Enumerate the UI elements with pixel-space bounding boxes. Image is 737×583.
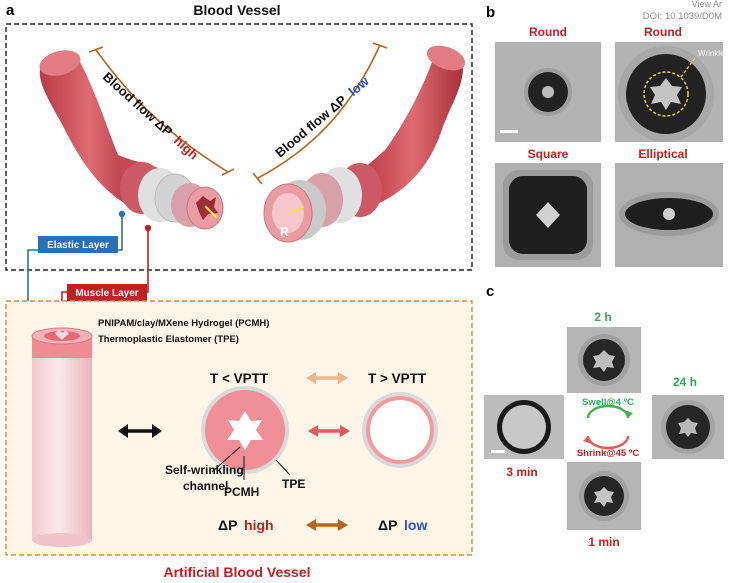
muscle-layer-badge (67, 284, 147, 301)
micrograph-1min (567, 462, 641, 530)
time-3min-label: 3 min (506, 465, 537, 479)
radius-label: R (280, 225, 289, 239)
panel-a-letter: a (6, 2, 15, 19)
artificial-tube-illustration (31, 327, 93, 547)
dp-low-label: ΔP low (378, 517, 427, 533)
left-vessel-illustration (39, 50, 224, 230)
pcmh-short-label: PCMH (224, 485, 259, 499)
micrograph-round-wrinkles (615, 42, 723, 142)
wrinkles-label: Wrinkles (698, 49, 729, 58)
t-below-vptt: T < VPTT (210, 371, 269, 386)
tpe-label: Thermoplastic Elastomer (TPE) (98, 334, 239, 345)
muscle-layer-label: Muscle Layer (75, 288, 138, 299)
elastic-layer-badge (38, 236, 118, 253)
self-wrinkling-label: Self-wrinkling (165, 463, 244, 477)
t-above-vptt: T > VPTT (368, 371, 427, 386)
double-arrow-red (308, 425, 350, 437)
panel-c-letter: c (486, 283, 494, 300)
double-arrow-light (306, 372, 348, 384)
view-article-link[interactable]: View Ar (692, 0, 722, 9)
micrograph-elliptical (615, 163, 723, 267)
square-label: Square (528, 147, 569, 161)
doi-text: DOI: 10.1039/D0M (643, 11, 722, 22)
round-label-2: Round (644, 25, 682, 39)
shrink-label: Shrink@45 ºC (577, 448, 640, 459)
micrograph-round-small (495, 42, 601, 142)
cross-section-low-temp (201, 386, 289, 474)
elliptical-label: Elliptical (638, 147, 687, 161)
pcmh-label: PNIPAM/clay/MXene Hydrogel (PCMH) (98, 318, 269, 329)
swell-shrink-cycle (583, 404, 633, 450)
time-1min-label: 1 min (588, 535, 619, 549)
flow-arrow-left (95, 49, 229, 173)
tpe-short-label: TPE (282, 477, 305, 491)
dp-high-label: ΔP high (218, 517, 274, 533)
time-24h-label: 24 h (673, 375, 697, 389)
time-2h-label: 2 h (594, 310, 611, 324)
elastic-layer-label: Elastic Layer (47, 240, 109, 251)
channel-label: channel (183, 479, 228, 493)
artificial-vessel-title: Artificial Blood Vessel (163, 564, 310, 580)
double-arrow-black (118, 424, 162, 438)
micrograph-2h (567, 327, 641, 393)
swell-label: Swell@4 ºC (582, 397, 634, 408)
cross-section-high-temp (362, 392, 438, 468)
micrograph-square (495, 163, 601, 267)
panel-b-letter: b (486, 4, 495, 21)
round-label-1: Round (529, 25, 567, 39)
micrograph-24h (652, 395, 724, 459)
double-arrow-brown (306, 519, 348, 531)
micrograph-3min (484, 395, 564, 459)
blood-vessel-title: Blood Vessel (193, 2, 280, 18)
flow-arrow-right (257, 44, 381, 179)
right-vessel-illustration: R (263, 45, 466, 243)
